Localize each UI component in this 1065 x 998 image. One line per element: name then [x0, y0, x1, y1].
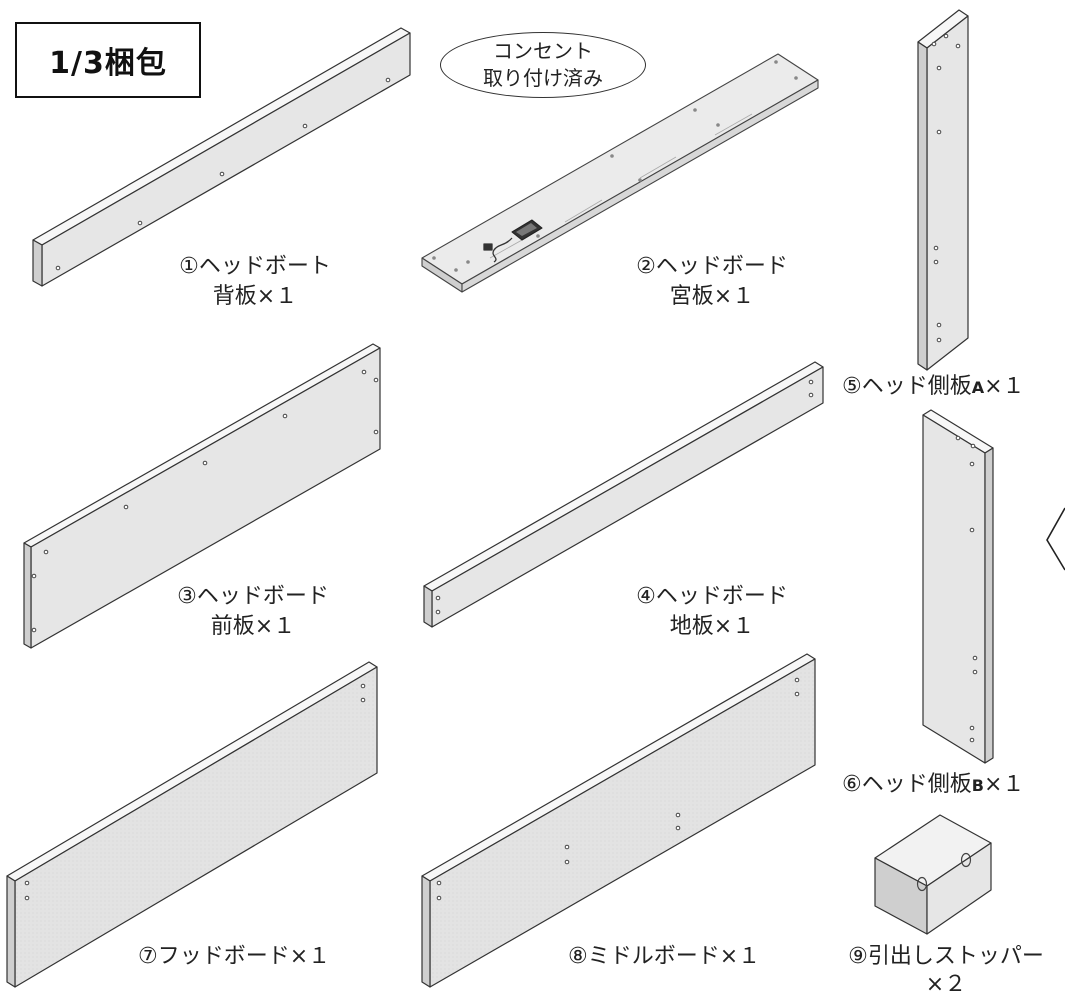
- part-5-qty: ×１: [984, 374, 1025, 399]
- package-label: 1/3梱包: [49, 46, 167, 81]
- part-2-name: ②ヘッドボード: [636, 254, 788, 279]
- part-2-shelf-board: [421, 53, 819, 293]
- part-1-qty: 背板×１: [212, 284, 298, 309]
- part-2-label: ②ヘッドボード 宮板×１: [612, 252, 812, 312]
- part-8-label: ⑧ミドルボード×１: [568, 942, 760, 972]
- part-6-side-panel-b: [922, 409, 994, 764]
- part-6-qty: ×１: [983, 772, 1025, 797]
- part-5-label: ⑤ヘッド側板A×１: [842, 372, 1025, 403]
- chevron-left-icon: [1046, 507, 1065, 571]
- part-8-middle-board: [421, 653, 816, 988]
- outlet-icon: [511, 219, 543, 241]
- part-6-label: ⑥ヘッド側板B×１: [842, 770, 1024, 801]
- part-1-back-board: [32, 27, 411, 287]
- part-8-name: ⑧ミドルボード×１: [568, 944, 761, 969]
- part-4-qty: 地板×１: [669, 614, 755, 639]
- part-9-stopper-block: [874, 814, 992, 935]
- part-9-name: ⑨引出しストッパー: [848, 944, 1044, 969]
- part-7-label: ⑦フッドボード×１: [138, 942, 330, 972]
- outlet-note-line1: コンセント: [493, 39, 593, 63]
- package-label-box: 1/3梱包: [15, 22, 201, 98]
- outlet-note-bubble: コンセント 取り付け済み: [440, 32, 646, 98]
- part-6-name: ⑥ヘッド側板: [842, 772, 972, 797]
- part-3-label: ③ヘッドボード 前板×１: [158, 582, 348, 642]
- plug-cord-icon: [483, 237, 513, 263]
- part-5-letter: A: [971, 378, 985, 397]
- part-1-label: ①ヘッドボート 背板×１: [160, 252, 350, 312]
- part-6-letter: B: [971, 776, 984, 795]
- part-3-front-board: [23, 343, 381, 649]
- part-4-name: ④ヘッドボード: [636, 584, 788, 609]
- part-7-name: ⑦フッドボード×１: [138, 944, 331, 969]
- part-4-bottom-board: [423, 361, 824, 628]
- part-2-qty: 宮板×１: [669, 284, 755, 309]
- part-3-name: ③ヘッドボード: [177, 584, 329, 609]
- outlet-note-line2: 取り付け済み: [483, 66, 603, 90]
- part-4-label: ④ヘッドボード 地板×１: [612, 582, 812, 642]
- part-1-name: ①ヘッドボート: [179, 254, 331, 279]
- part-7-foot-board: [6, 661, 378, 988]
- part-9-qty: ×２: [925, 972, 967, 997]
- part-3-qty: 前板×１: [210, 614, 296, 639]
- part-5-side-panel-a: [917, 9, 969, 371]
- part-5-name: ⑤ヘッド側板: [842, 374, 972, 399]
- part-9-label: ⑨引出しストッパー ×２: [830, 942, 1062, 998]
